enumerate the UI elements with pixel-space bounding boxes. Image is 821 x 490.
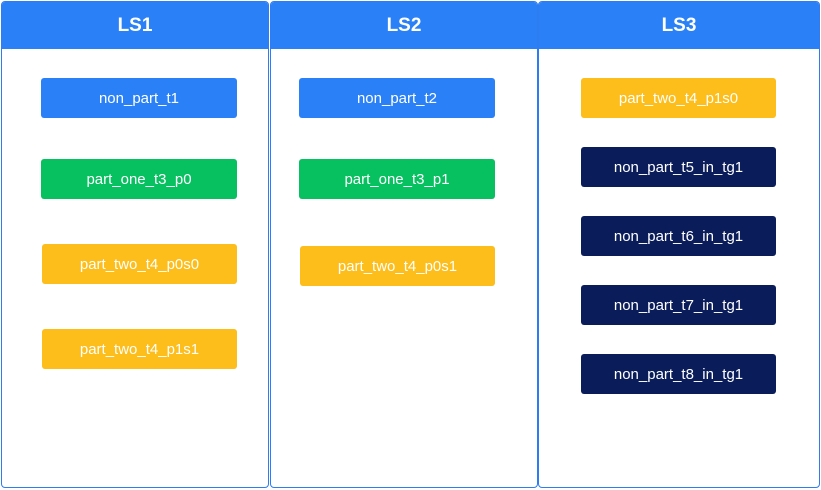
item-box: non_part_t6_in_tg1: [581, 216, 776, 256]
column-header: LS1: [2, 2, 268, 49]
item-box: non_part_t1: [41, 78, 237, 118]
column-header: LS3: [539, 2, 819, 49]
item-box: non_part_t5_in_tg1: [581, 147, 776, 187]
column-ls3: LS3 part_two_t4_p1s0 non_part_t5_in_tg1 …: [538, 1, 820, 488]
item-box: part_one_t3_p0: [41, 159, 237, 199]
column-ls1: LS1 non_part_t1 part_one_t3_p0 part_two_…: [1, 1, 269, 488]
item-box: part_one_t3_p1: [299, 159, 495, 199]
column-header: LS2: [271, 2, 537, 49]
item-box: non_part_t8_in_tg1: [581, 354, 776, 394]
item-box: part_two_t4_p1s0: [581, 78, 776, 118]
column-ls2: LS2 non_part_t2 part_one_t3_p1 part_two_…: [270, 1, 538, 488]
item-box: part_two_t4_p0s0: [42, 244, 237, 284]
item-box: non_part_t7_in_tg1: [581, 285, 776, 325]
item-box: non_part_t2: [299, 78, 495, 118]
item-box: part_two_t4_p1s1: [42, 329, 237, 369]
item-box: part_two_t4_p0s1: [300, 246, 495, 286]
